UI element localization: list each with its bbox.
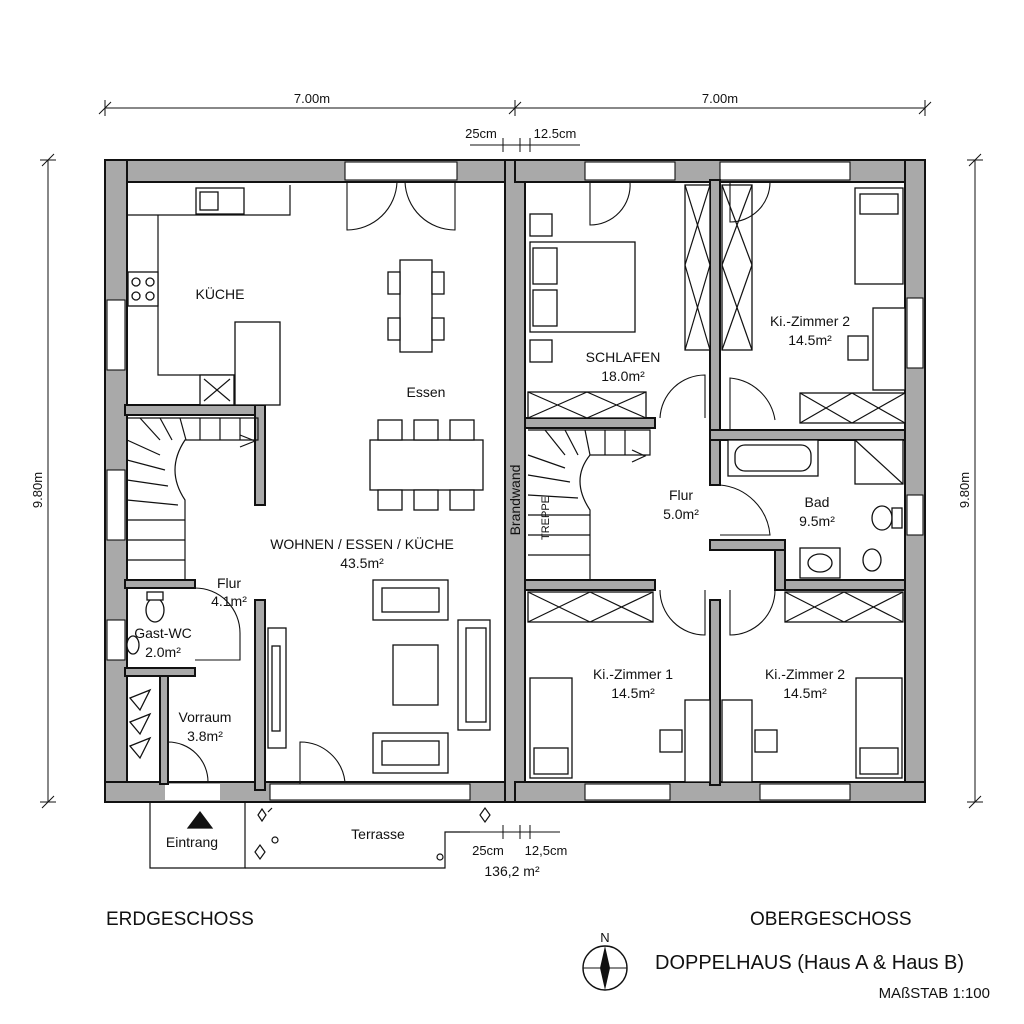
label-kid1-area: 14.5m² [611,685,655,701]
dimension-lines [40,100,983,839]
dim-terrace-inner: 12,5cm [525,843,568,858]
label-kid2-top-area: 14.5m² [788,332,832,348]
doors-ground [167,181,456,784]
label-wc-area: 2.0m² [145,644,181,660]
kids-rooms-bottom-furniture [527,589,904,783]
label-essen: Essen [407,384,446,400]
label-vorraum: Vorraum [179,709,232,725]
interior-walls-upper [524,179,906,786]
terrace-outline [149,802,491,869]
dim-height-left: 9.80m [30,472,45,508]
stairs-upper [527,429,771,581]
label-flur-ground: Flur [217,575,241,591]
label-kid1: Ki.-Zimmer 1 [593,666,673,682]
dim-width-left: 7.00m [294,91,330,106]
label-bad-area: 9.5m² [799,513,835,529]
label-flur-ground-area: 4.1m² [211,593,247,609]
dim-wall-inner: 12.5cm [534,126,577,141]
bedroom-furniture [527,181,706,419]
label-schlafen-area: 18.0m² [601,368,645,384]
label-schlafen: SCHLAFEN [586,349,661,365]
stairs-ground [126,417,259,581]
dim-width-right: 7.00m [702,91,738,106]
title-main: DOPPELHAUS (Haus A & Haus B) [655,952,964,974]
kitchen-fixtures [127,185,291,406]
title-scale: MAßSTAB 1:100 [879,985,990,1002]
dim-terrace-outer: 25cm [472,843,504,858]
dim-terrace-area: 136,2 m² [484,863,540,879]
bathroom-fixtures [727,439,904,579]
label-living-area: 43.5m² [340,555,384,571]
dining-living-furniture [267,259,491,774]
interior-walls-ground [124,404,266,791]
label-treppe: TREPPE [540,496,552,540]
label-bad: Bad [805,494,830,510]
label-living: WOHNEN / ESSEN / KÜCHE [270,535,454,552]
openings [106,161,924,801]
label-flur-upper: Flur [669,487,693,503]
label-kid2-bottom: Ki.-Zimmer 2 [765,666,845,682]
dim-wall-outer: 25cm [465,126,497,141]
title-ground-floor: ERDGESCHOSS [106,909,254,930]
label-wc: Gast-WC [134,625,192,641]
label-terrace: Terrasse [351,826,405,842]
wc-fixtures [126,587,241,760]
label-flur-upper-area: 5.0m² [663,506,699,522]
kids-room-top-furniture [684,181,906,430]
label-vorraum-area: 3.8m² [187,728,223,744]
title-upper-floor: OBERGESCHOSS [750,909,912,930]
label-kid2-bottom-area: 14.5m² [783,685,827,701]
compass-north-label: N [600,930,609,945]
label-kid2-top: Ki.-Zimmer 2 [770,313,850,329]
label-entrance: Eintrang [166,834,218,850]
label-kitchen: KÜCHE [195,285,244,302]
label-party-wall: Brandwand [507,465,523,536]
dim-height-right: 9.80m [957,472,972,508]
compass-icon [582,945,628,991]
